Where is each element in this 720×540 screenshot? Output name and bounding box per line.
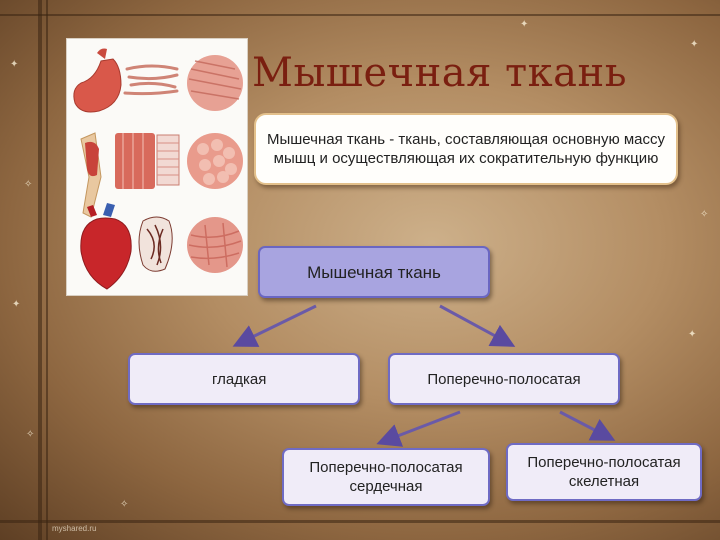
node-skeletal-label: Поперечно-полосатая скелетная (527, 454, 681, 490)
sparkle-icon: ✧ (120, 499, 129, 510)
arrow-root-to-striated (439, 304, 516, 347)
node-muscle-tissue-label: Мышечная ткань (307, 262, 441, 282)
node-striated-label: Поперечно-полосатая (427, 370, 581, 388)
muscle-illustration-drawing (73, 48, 243, 290)
sparkle-icon: ✧ (26, 429, 35, 440)
frame-left-bar (38, 0, 42, 540)
sparkle-icon: ✧ (24, 179, 33, 190)
node-smooth-label: гладкая (212, 370, 267, 388)
node-smooth: гладкая (128, 353, 360, 405)
arrow-striated-to-skeletal (559, 410, 616, 441)
frame-top-bar (0, 14, 720, 16)
muscle-tissue-illustration (66, 38, 248, 296)
sparkle-icon: ✦ (520, 19, 529, 30)
arrow-root-to-smooth (232, 304, 317, 347)
slide-title: Мышечная ткань (252, 50, 627, 96)
sparkle-icon: ✦ (688, 329, 697, 340)
node-cardiac: Поперечно-полосатая сердечная (282, 448, 490, 506)
watermark: myshared.ru (52, 524, 97, 533)
frame-left-bar-inner (46, 0, 48, 540)
frame-bottom-bar (0, 520, 720, 523)
arrow-striated-to-cardiac (376, 410, 461, 447)
node-cardiac-label: Поперечно-полосатая сердечная (309, 459, 463, 495)
definition-text: Мышечная ткань - ткань, составляющая осн… (266, 131, 666, 167)
node-striated: Поперечно-полосатая (388, 353, 620, 405)
definition-box: Мышечная ткань - ткань, составляющая осн… (254, 113, 678, 185)
node-muscle-tissue: Мышечная ткань (258, 246, 490, 298)
sparkle-icon: ✦ (690, 39, 699, 50)
sparkle-icon: ✦ (10, 59, 19, 70)
sparkle-icon: ✦ (12, 299, 21, 310)
node-skeletal: Поперечно-полосатая скелетная (506, 443, 702, 501)
sparkle-icon: ✧ (700, 209, 709, 220)
